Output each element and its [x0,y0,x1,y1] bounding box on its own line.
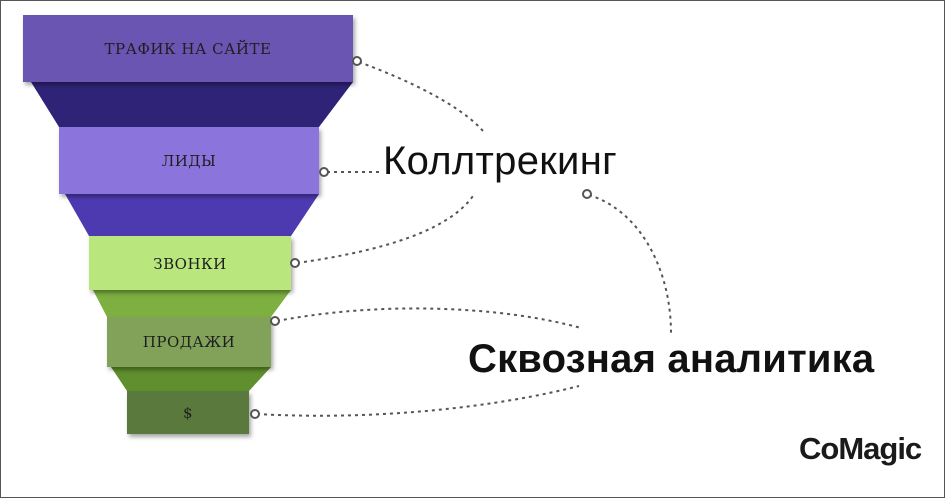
funnel-ribbon-leads-calls [65,194,319,236]
funnel-ribbon-calls-sales [93,290,291,317]
calltracking-label: Коллтрекинг [383,139,617,183]
funnel-stage-calls [89,236,291,290]
connector-dot-sales [270,316,280,326]
funnel-label-money: $ [183,404,193,422]
funnel-label-traffic: ТРАФИК НА САЙТЕ [105,39,272,58]
funnel-label-calls: ЗВОНКИ [153,255,226,273]
connector-calltracking-analytics [588,194,672,334]
funnel-ribbon-traffic-leads [31,82,353,127]
connector-dot-money [250,409,260,419]
connector-calls-calltracking [296,192,476,264]
funnel-stage-sales [107,317,271,367]
connector-traffic-calltracking [358,61,484,132]
funnel-label-sales: ПРОДАЖИ [143,333,235,351]
comagic-logo: CoMagic [799,431,922,466]
funnel-stage-traffic [23,15,353,82]
funnel-stage-leads [59,127,319,194]
connector-sales-analytics [276,307,582,329]
funnel-label-leads: ЛИДЫ [162,152,217,170]
connector-money-analytics [256,385,580,417]
connector-dot-calls [290,258,300,268]
connector-dot-traffic [352,56,362,66]
connector-dot-leads [319,167,329,177]
funnel-ribbon-sales-money [111,367,271,391]
end-to-end-analytics-label: Сквозная аналитика [468,337,875,381]
funnel-stage-money [127,391,249,434]
connector-dot-calltracking [582,189,592,199]
